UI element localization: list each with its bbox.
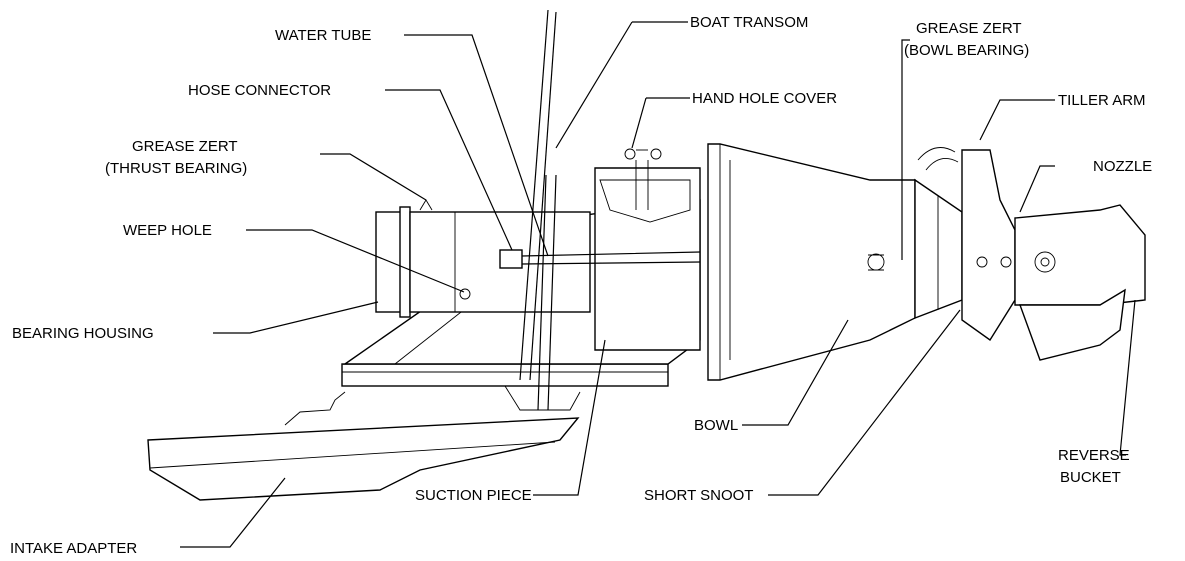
label-bearing-housing: BEARING HOUSING: [12, 325, 154, 342]
intake-adapter: [147, 391, 580, 501]
label-grease-zert-bowl-line2: (BOWL BEARING): [904, 42, 1029, 59]
boat-transom: [519, 9, 557, 411]
label-hose-connector: HOSE CONNECTOR: [188, 82, 331, 99]
label-boat-transom: BOAT TRANSOM: [690, 14, 808, 31]
hose-connector: [499, 249, 701, 269]
label-reverse-bucket-line2: BUCKET: [1060, 469, 1121, 486]
label-nozzle: NOZZLE: [1093, 158, 1152, 175]
bowl: [707, 143, 916, 381]
leader-lines: [180, 21, 1136, 548]
label-suction-piece: SUCTION PIECE: [415, 487, 532, 504]
label-grease-zert-bowl-line1: GREASE ZERT: [916, 20, 1022, 37]
short-snoot: [914, 178, 963, 320]
reverse-bucket: [1019, 288, 1126, 361]
label-bowl: BOWL: [694, 417, 738, 434]
label-weep-hole: WEEP HOLE: [123, 222, 212, 239]
label-grease-zert-thrust-line2: (THRUST BEARING): [105, 160, 247, 177]
label-intake-adapter: INTAKE ADAPTER: [10, 540, 137, 557]
label-hand-hole-cover: HAND HOLE COVER: [692, 90, 837, 107]
label-grease-zert-thrust-line1: GREASE ZERT: [132, 138, 238, 155]
hand-hole-housing: [594, 148, 701, 351]
bearing-housing: [375, 199, 591, 318]
label-water-tube: WATER TUBE: [275, 27, 371, 44]
label-short-snoot: SHORT SNOOT: [644, 487, 753, 504]
label-tiller-arm: TILLER ARM: [1058, 92, 1146, 109]
label-reverse-bucket-line1: REVERSE: [1058, 447, 1130, 464]
callout-labels: BOAT TRANSOM WATER TUBE HOSE CONNECTOR H…: [10, 14, 1152, 557]
